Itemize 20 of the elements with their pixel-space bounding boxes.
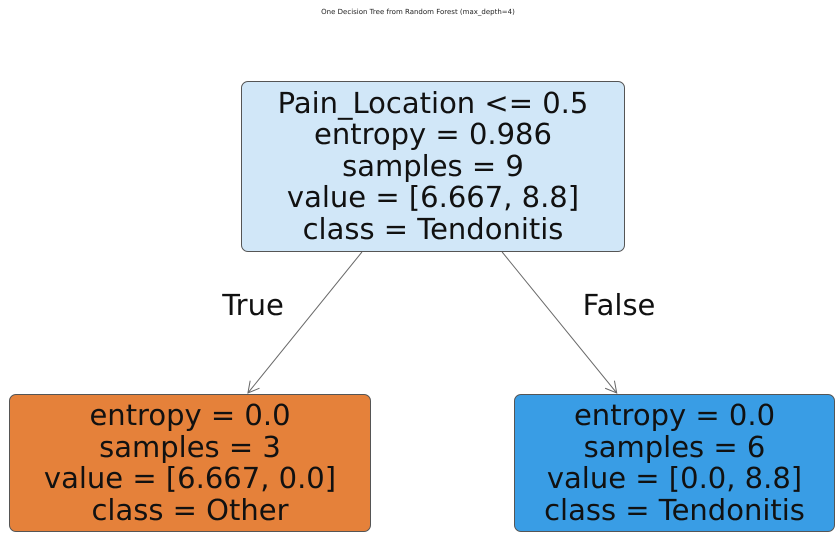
tree-node-box <box>9 394 371 532</box>
edge-label: False <box>582 288 656 322</box>
node-text: value = [6.667, 8.8] <box>286 182 580 214</box>
node-text: samples = 3 <box>99 432 281 463</box>
node-text: samples = 9 <box>342 150 524 182</box>
node-text: value = [0.0, 8.8] <box>546 463 802 494</box>
tree-node-box <box>514 394 835 532</box>
node-text: entropy = 0.986 <box>314 119 552 151</box>
node-text: entropy = 0.0 <box>574 400 776 432</box>
tree-node-box <box>241 81 625 252</box>
node-text: class = Other <box>91 494 289 526</box>
node-text: samples = 6 <box>584 432 766 463</box>
arrow <box>502 252 618 394</box>
node-text: class = Tendonitis <box>302 214 564 246</box>
node-text: entropy = 0.0 <box>89 400 291 432</box>
edge-label: True <box>222 288 284 322</box>
node-text: class = Tendonitis <box>544 494 805 526</box>
node-text: Pain_Location <= 0.5 <box>278 88 588 120</box>
arrow <box>247 252 362 394</box>
node-text: value = [6.667, 0.0] <box>44 463 336 494</box>
